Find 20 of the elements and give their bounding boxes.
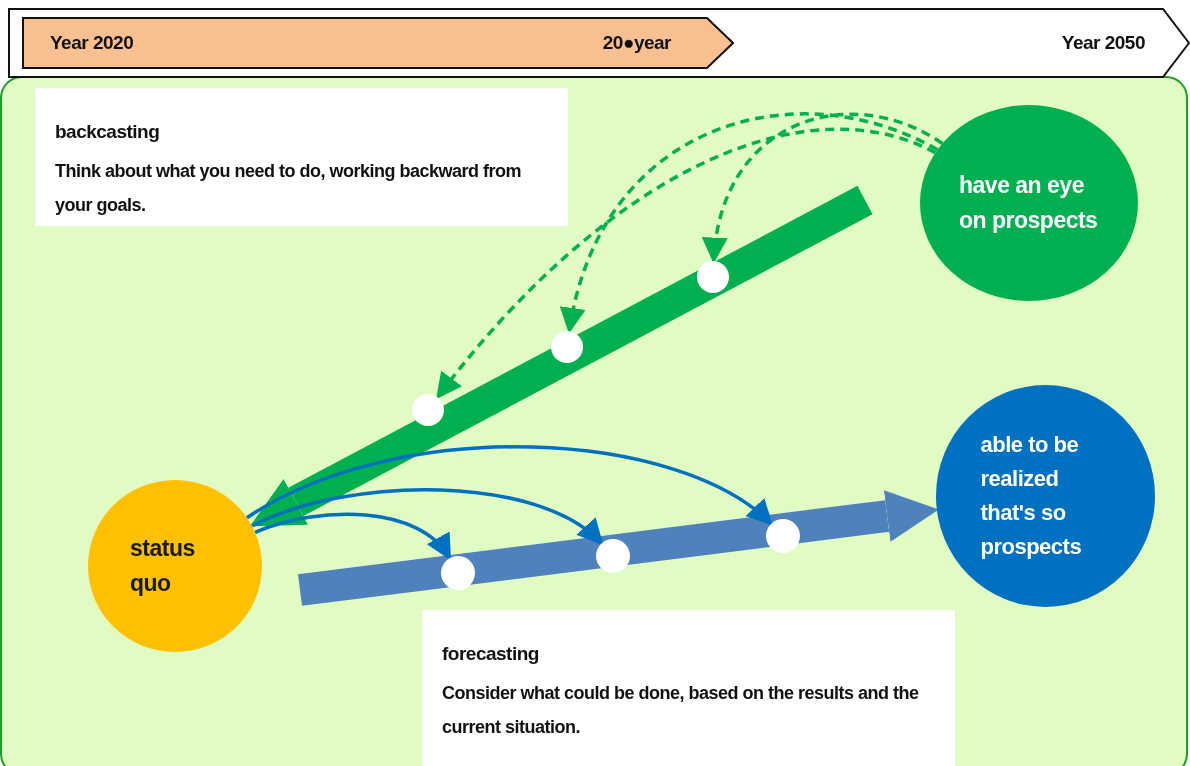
- card-heading: backcasting: [55, 120, 161, 144]
- card-heading: forecasting: [442, 642, 540, 666]
- year-label: Year 2050: [1061, 32, 1145, 54]
- arrow: [436, 128, 937, 400]
- card-text: Consider what could be done, based on the results and the current situation.: [442, 682, 920, 739]
- arrow: [561, 112, 939, 334]
- year-label: 20●year: [602, 32, 671, 54]
- circle-label: status quo: [130, 534, 196, 598]
- card-text: Think about what you need to do, working backward from your goals.: [55, 160, 523, 217]
- large-arrow: [249, 185, 873, 527]
- year-label: Year 2020: [50, 32, 134, 54]
- text-card: [422, 610, 955, 766]
- large-arrow: [298, 490, 939, 606]
- arrow: [703, 112, 944, 264]
- arrow: [254, 512, 452, 561]
- circle-label: have an eye on prospects: [959, 171, 1099, 235]
- arrow: [246, 445, 774, 526]
- text-card: [35, 88, 568, 226]
- circle-label: able to be realized that's so prospects: [980, 431, 1083, 561]
- arrow: [251, 488, 604, 546]
